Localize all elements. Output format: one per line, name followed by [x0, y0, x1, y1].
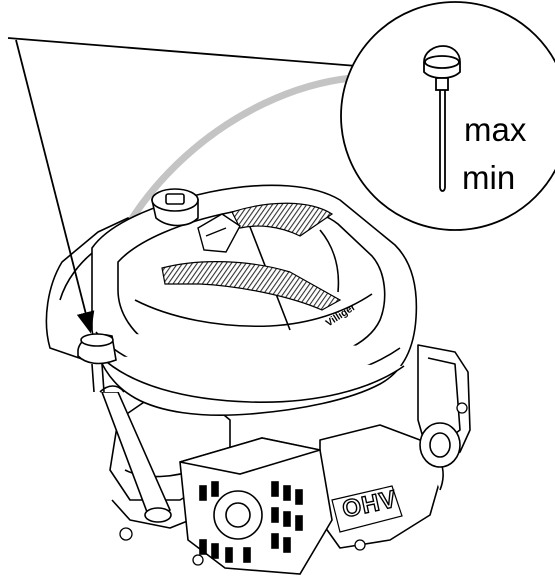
- ohv-badge-panel: [331, 485, 403, 533]
- min-mark-label: min: [462, 159, 516, 196]
- zoom-callout: [340, 1, 555, 231]
- oil-cap-icon: [77, 333, 117, 393]
- muffler-shield: [179, 437, 333, 575]
- arrow-to-dipstick: [15, 39, 95, 334]
- bolts: [119, 402, 468, 566]
- arrow-to-zoom: [7, 37, 386, 76]
- dipstick-icon: [423, 45, 461, 192]
- zoom-circle: [340, 1, 555, 231]
- cooling-vent: [231, 202, 334, 237]
- cover-detail: [197, 213, 241, 253]
- cooling-vent: [161, 261, 342, 311]
- max-mark-label: max: [464, 111, 527, 148]
- fuel-cap: [151, 188, 199, 227]
- pointer-arrows: [7, 37, 386, 334]
- oil-filler-tube: [99, 385, 172, 523]
